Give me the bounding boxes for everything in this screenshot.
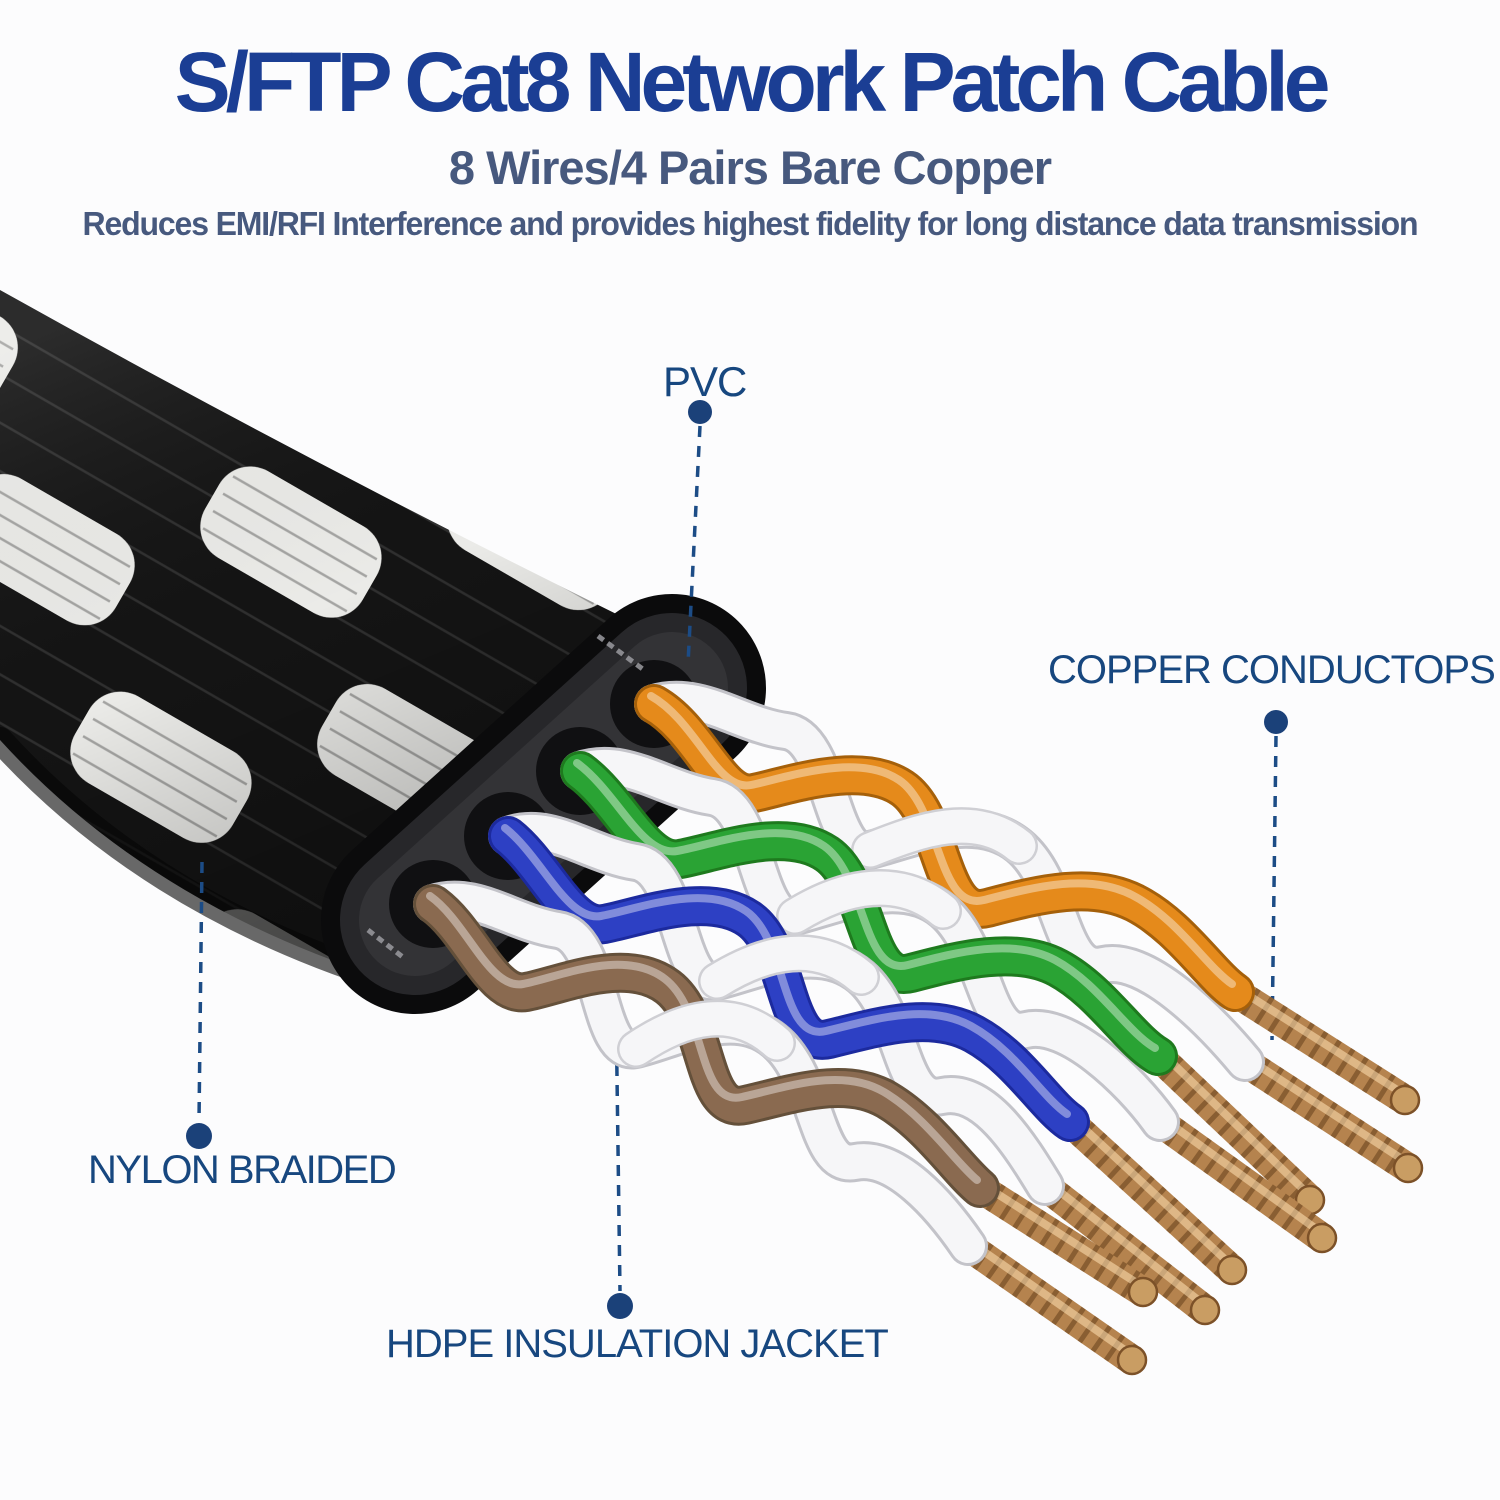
white-wire-overlap [851,807,1038,869]
hdpe-insulation-jacket-label: HDPE INSULATION JACKET [386,1322,889,1366]
white-wire-overlap [776,869,962,935]
pvc-label: PVC [663,358,747,405]
foil-shield-edge [366,633,646,960]
description-line: Reduces EMI/RFI Interference and provide… [82,205,1419,243]
copper-conductor-tip [1220,977,1421,1116]
white-wire-overlap [698,934,880,1000]
copper-leader-dot [1264,710,1288,734]
nylon-leader-dot [186,1123,212,1149]
copper-conductor-tip [1143,1041,1326,1216]
nylon-leader-line [197,861,204,1122]
copper-conductor-tip [1145,1107,1338,1254]
subtitle: 8 Wires/4 Pairs Bare Copper [448,141,1052,195]
hdpe-leader-dot [607,1293,633,1319]
copper-conductors-label: COPPER CONDUCTOPS [1048,648,1496,692]
cable-bottom-shadow [0,727,403,993]
wire-pair-green [577,763,1338,1254]
copper-conductor-tip [1055,1107,1248,1286]
wire-pair-brown [430,896,1159,1376]
copper-conductor-tip [965,1173,1159,1308]
copper-leader-line [1270,735,1278,1041]
copper-conductor-tip [1030,1171,1221,1326]
header: S/FTP Cat8 Network Patch Cable 8 Wires/4… [0,0,1500,243]
white-wire-overlap [617,999,796,1068]
nylon-braided-label: NYLON BRAIDED [88,1148,397,1192]
wire-pair-orange [651,696,1424,1184]
page-title: S/FTP Cat8 Network Patch Cable [174,35,1331,129]
copper-conductor-tip [1230,1047,1424,1184]
wire-pair-blue [505,828,1248,1326]
pvc-leader-dot [688,400,712,424]
copper-conductor-tip [953,1231,1148,1376]
